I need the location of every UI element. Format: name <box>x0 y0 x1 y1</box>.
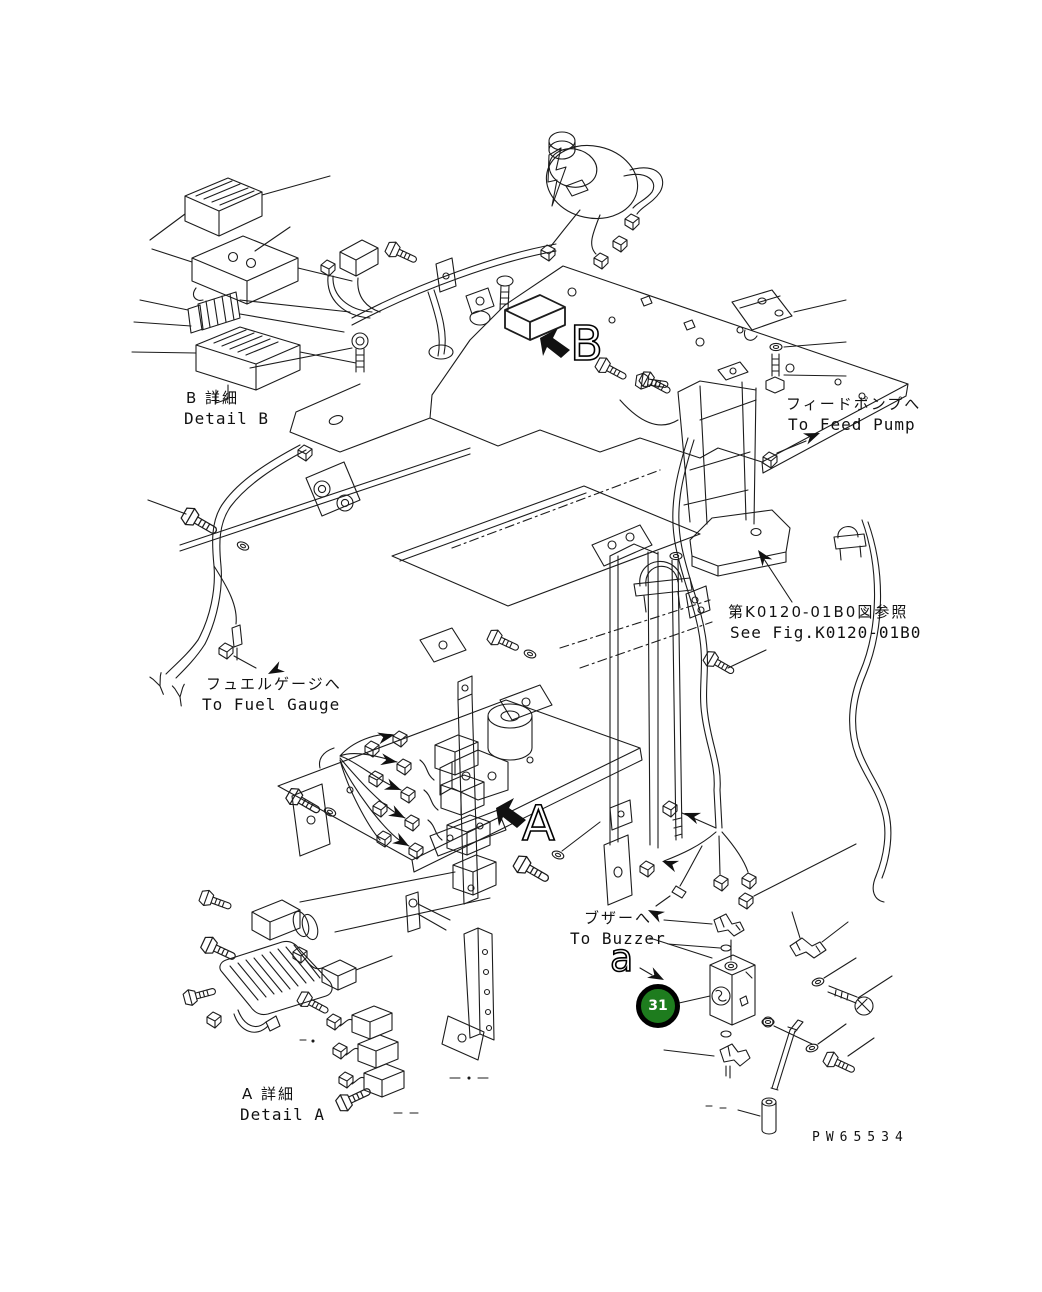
main-frame-deck <box>429 265 909 474</box>
view-a-marker: A <box>521 795 555 853</box>
horn-assembly <box>540 131 664 270</box>
see-fig-label-jp: 第K0120-01B0図参照 <box>728 603 909 621</box>
feed-pump-label-en: To Feed Pump <box>788 415 916 434</box>
drawing-number: PW65534 <box>812 1130 909 1145</box>
view-marker-arrows <box>496 328 668 986</box>
fuel-gauge-label-en: To Fuel Gauge <box>202 695 341 714</box>
feed-pump-label-jp: フィードポンプへ <box>786 395 922 413</box>
detail-b-label-jp: B 詳細 <box>186 389 240 407</box>
channel-bracket <box>591 524 767 906</box>
fuel-gauge-harness <box>149 444 307 708</box>
right-harness <box>639 426 892 924</box>
see-fig-label-en: See Fig.K0120-01B0 <box>730 623 922 642</box>
mid-deck <box>391 469 713 801</box>
left-frame <box>147 383 471 553</box>
pillar-stand <box>633 361 791 613</box>
section-a-marker: a <box>609 935 634 981</box>
view-b-marker: B <box>569 315 604 373</box>
detail-a-label-en: Detail A <box>240 1105 326 1124</box>
detail-a-parts <box>181 871 495 1115</box>
upper-harness <box>249 239 557 373</box>
callout-leaders <box>752 545 793 603</box>
valve-assembly <box>649 911 893 1135</box>
detail-b-label-en: Detail B <box>184 409 270 428</box>
buzzer-label-en: To Buzzer <box>570 929 666 948</box>
buzzer-label-jp: ブザーへ <box>584 909 653 927</box>
detail-b-parts <box>131 175 357 404</box>
fuel-gauge-label-jp: フュエルゲージへ <box>206 675 342 693</box>
relay-block <box>318 675 601 905</box>
detail-a-label-jp: A 詳細 <box>242 1085 296 1103</box>
part-number-badge[interactable]: 31 <box>636 984 680 1028</box>
